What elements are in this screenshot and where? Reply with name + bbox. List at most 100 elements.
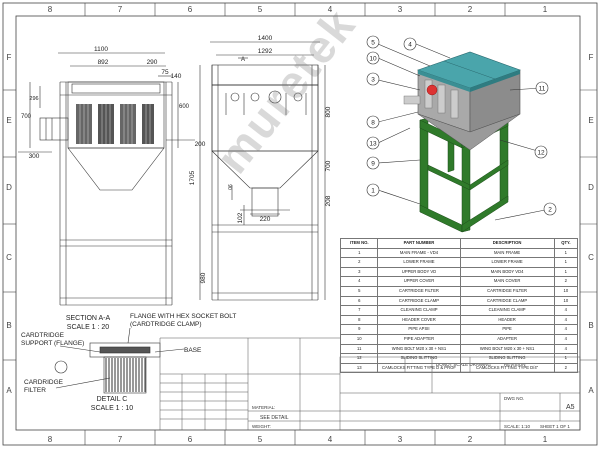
row-labels: F E D C B A F E D C B A (6, 53, 594, 395)
bom-header-item: ITEM NO. (339, 238, 379, 249)
svg-text:1100: 1100 (94, 46, 108, 53)
svg-text:DETAIL C: DETAIL C (97, 396, 128, 403)
bom-cell: MAIN COVER (459, 276, 555, 287)
svg-text:SCALE 1 : 10: SCALE 1 : 10 (91, 405, 134, 412)
svg-text:3: 3 (398, 435, 403, 444)
bom-cell: PIPE (459, 324, 555, 335)
svg-text:102: 102 (237, 212, 244, 223)
svg-text:1: 1 (371, 188, 375, 195)
svg-text:B: B (6, 321, 11, 330)
svg-text:SCALE: 1:10: SCALE: 1:10 (504, 424, 531, 429)
bom-header-row: ITEM NO. PART NUMBER DESCRIPTION QTY. (339, 238, 579, 249)
cartridge-filters (71, 83, 161, 144)
svg-text:5: 5 (258, 5, 263, 14)
bom-cell: 4 (553, 343, 579, 355)
svg-text:2: 2 (468, 435, 473, 444)
bom-cell: WING BOLT M20 x 30 + NS1 (377, 343, 461, 355)
svg-text:E: E (588, 116, 593, 125)
svg-text:300: 300 (29, 153, 40, 160)
svg-text:12: 12 (537, 150, 545, 157)
svg-text:75: 75 (161, 69, 169, 76)
svg-text:B: B (588, 321, 593, 330)
svg-text:8: 8 (48, 435, 53, 444)
bom-cell: 2 (553, 362, 579, 374)
bom-cell: 4 (553, 324, 579, 335)
green-frame (419, 98, 509, 233)
svg-text:C: C (588, 253, 594, 262)
svg-text:D: D (6, 183, 12, 192)
detail-c-drawing (54, 327, 185, 394)
iso-view (403, 51, 521, 233)
bom-cell: UPPER BODY VD (377, 266, 461, 278)
detail-labels: SECTION A-A SCALE 1 : 20 FLANGE WITH HEX… (21, 313, 236, 412)
bom-cell: MAIN FRAME (459, 247, 555, 259)
bom-cell: HEADER (459, 314, 555, 326)
svg-text:1705: 1705 (189, 170, 196, 185)
svg-text:9: 9 (371, 161, 375, 168)
bom-cell: UPPER COVER (377, 276, 461, 287)
svg-text:5: 5 (258, 435, 263, 444)
svg-text:296: 296 (29, 96, 38, 102)
bom-cell: CARTRIDGE FILTER (377, 285, 461, 297)
bom-cell: PIPE APSII (377, 324, 461, 335)
svg-text:11: 11 (539, 86, 546, 93)
svg-text:SUPPORT (FLANGE): SUPPORT (FLANGE) (21, 340, 84, 347)
svg-text:SCALE 1 : 20: SCALE 1 : 20 (67, 324, 110, 331)
bom-cell: CLEANING CLAMP (459, 305, 555, 316)
bom-cell: HEADER COVER (377, 314, 461, 326)
bom-cell: SLIDING SLITTING (459, 353, 555, 364)
section-view-aa (18, 52, 195, 306)
svg-text:A: A (588, 386, 594, 395)
bom-cell: 1 (553, 353, 579, 364)
svg-text:5: 5 (371, 40, 375, 47)
svg-text:BASE: BASE (184, 347, 202, 354)
balloon-numbers: 5 4 10 3 11 8 13 12 9 1 2 (369, 40, 552, 214)
bom-header-description: DESCRIPTION (459, 238, 555, 249)
svg-text:SECTION A-A: SECTION A-A (66, 315, 111, 322)
svg-text:06: 06 (228, 184, 234, 190)
svg-text:800: 800 (325, 106, 332, 117)
bom-cell: 4 (553, 314, 579, 326)
balloon (366, 35, 380, 49)
svg-text:8: 8 (371, 120, 375, 127)
svg-text:SEE DETAIL: SEE DETAIL (260, 415, 289, 421)
svg-text:1: 1 (543, 435, 548, 444)
svg-text:13: 13 (369, 141, 377, 148)
svg-text:1292: 1292 (258, 48, 273, 55)
balloons (366, 35, 557, 221)
svg-text:C: C (6, 253, 12, 262)
svg-text:F: F (589, 53, 594, 62)
svg-text:1: 1 (543, 5, 548, 14)
bom-cell: 10 (553, 285, 579, 297)
svg-text:E: E (6, 116, 11, 125)
bom-cell: 11 (339, 343, 379, 355)
bom-cell: 4 (339, 276, 379, 287)
bom-cell: 10 (553, 295, 579, 307)
column-labels: 8 7 6 5 4 3 2 1 8 7 6 5 4 3 2 1 (48, 5, 548, 444)
bom-cell: MAIN FRAME - VD4 (377, 247, 461, 259)
bom-cell: 4 (553, 333, 579, 345)
svg-text:208: 208 (325, 195, 332, 206)
bom-cell: 1 (553, 266, 579, 278)
svg-text:A: A (6, 386, 12, 395)
front-dims: 1400 1292 800 700 1705 208 102 06 220 98… (189, 35, 332, 283)
bom-cell: CAMLOCKS FITTING TYPE D/4" (459, 362, 555, 374)
bom-cell: CARTRIDGE FILTER (459, 285, 555, 297)
svg-text:7: 7 (118, 435, 123, 444)
bom-cell: 2 (553, 276, 579, 287)
bom-cell: 12 (339, 353, 379, 364)
bom-cell: 4 (553, 305, 579, 316)
inner-border (15, 15, 581, 431)
bom-cell: CAMLOCKS FITTING TYPE D & PROF (377, 362, 461, 374)
